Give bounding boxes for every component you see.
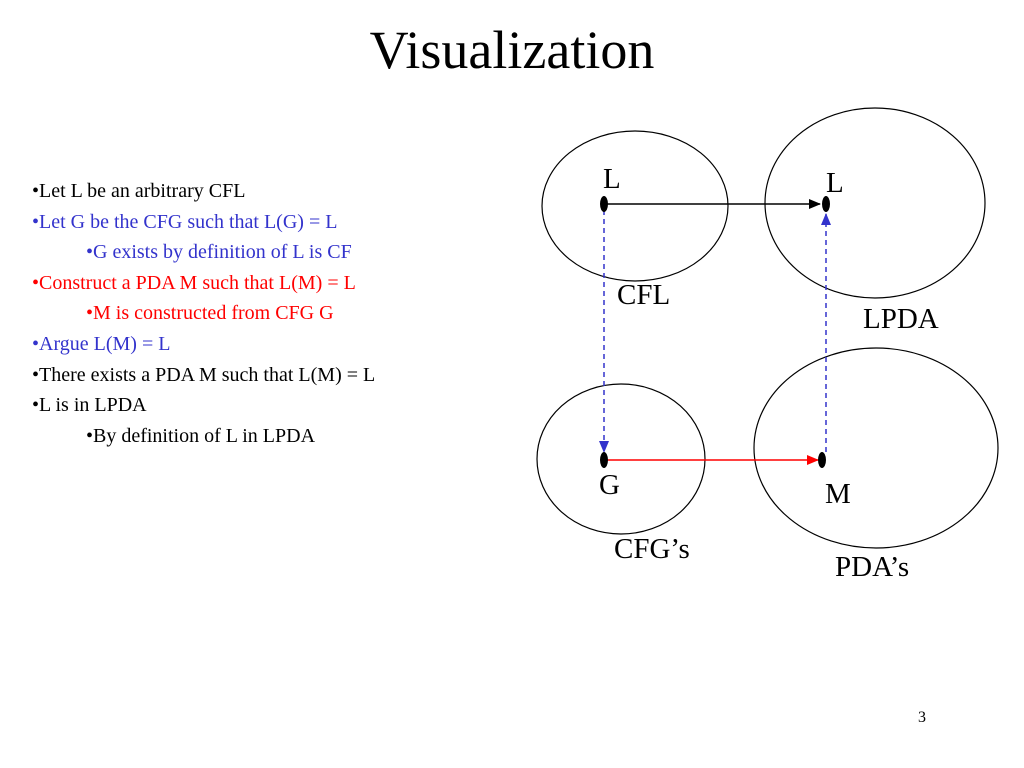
node-g-label: G: [599, 469, 620, 501]
pdas-set-ellipse: [753, 347, 999, 549]
cfgs-set-ellipse: [536, 383, 706, 535]
lpda-set-label: LPDA: [863, 303, 939, 335]
bullet-g-exists: •G exists by definition of L is CF: [86, 241, 352, 264]
bullet-list: •Let L be an arbitrary CFL •Let G be the…: [32, 176, 375, 451]
node-l-cfl-dot: [600, 196, 608, 212]
cfl-set-ellipse: [541, 130, 729, 282]
bullet-m-constructed: •M is constructed from CFG G: [86, 302, 334, 325]
cfl-set-label: CFL: [617, 279, 670, 311]
node-l-cfl-label: L: [603, 163, 621, 195]
node-m-label: M: [825, 478, 851, 510]
bullet-construct-pda: •Construct a PDA M such that L(M) = L: [32, 271, 356, 294]
bullet-let-g: •Let G be the CFG such that L(G) = L: [32, 210, 338, 233]
cfgs-set-label: CFG’s: [614, 533, 690, 565]
bullet-argue: •Argue L(M) = L: [32, 332, 171, 355]
pdas-set-label: PDA’s: [835, 551, 909, 583]
page-number: 3: [918, 709, 926, 726]
node-l-lpda-label: L: [826, 167, 844, 199]
lpda-set-ellipse: [764, 107, 986, 299]
slide-title: Visualization: [369, 20, 655, 80]
bullet-let-l: •Let L be an arbitrary CFL: [32, 180, 246, 202]
bullet-by-definition: •By definition of L in LPDA: [86, 424, 316, 447]
node-g-dot: [600, 452, 608, 468]
node-l-lpda-dot: [822, 196, 830, 212]
bullet-l-in-lpda: •L is in LPDA: [32, 394, 147, 417]
node-m-dot: [818, 452, 826, 468]
bullet-there-exists: •There exists a PDA M such that L(M) = L: [32, 363, 376, 386]
